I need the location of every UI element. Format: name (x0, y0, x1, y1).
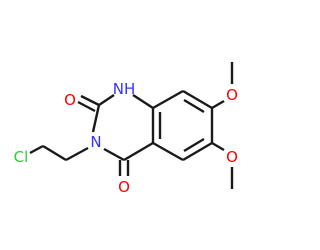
bond-c2-o2-b (77, 100, 96, 113)
bond-c8-c7 (182, 89, 213, 110)
atom-label-cl: Cl (14, 148, 29, 166)
bond-c6-o6 (211, 141, 225, 152)
atom-labels: O NH N O Cl O O (14, 80, 238, 196)
bond-ch2-ch2 (42, 144, 67, 162)
atom-label-o7: O (226, 86, 238, 104)
bond-c6-c5 (182, 141, 213, 162)
bond-n1-c8a (132, 93, 154, 110)
bond-c4-n3 (103, 147, 125, 162)
bond-c8-c7-inner (183, 98, 205, 114)
bond-c7-o7 (211, 99, 225, 110)
bond-c2-n1 (98, 94, 115, 106)
atom-label-o2: O (64, 91, 76, 109)
atom-label-o6: O (226, 148, 238, 166)
bond-n3-c2 (91, 104, 101, 133)
chemical-structure: O NH N O Cl O O (14, 62, 238, 196)
bond-ch2-cl (29, 144, 44, 155)
bonds (29, 62, 234, 189)
atom-label-o4: O (118, 178, 130, 196)
bond-c6-c5-inner (183, 137, 205, 153)
bond-c5-c4a (152, 141, 184, 162)
atom-label-nh: NH (113, 80, 136, 98)
bond-n3-ch2 (65, 146, 89, 162)
bond-c8a-c8 (152, 89, 184, 110)
bond-c4a-c4 (123, 141, 154, 162)
bond-c2-o2-a (80, 94, 100, 107)
atom-label-n3: N (90, 133, 101, 151)
